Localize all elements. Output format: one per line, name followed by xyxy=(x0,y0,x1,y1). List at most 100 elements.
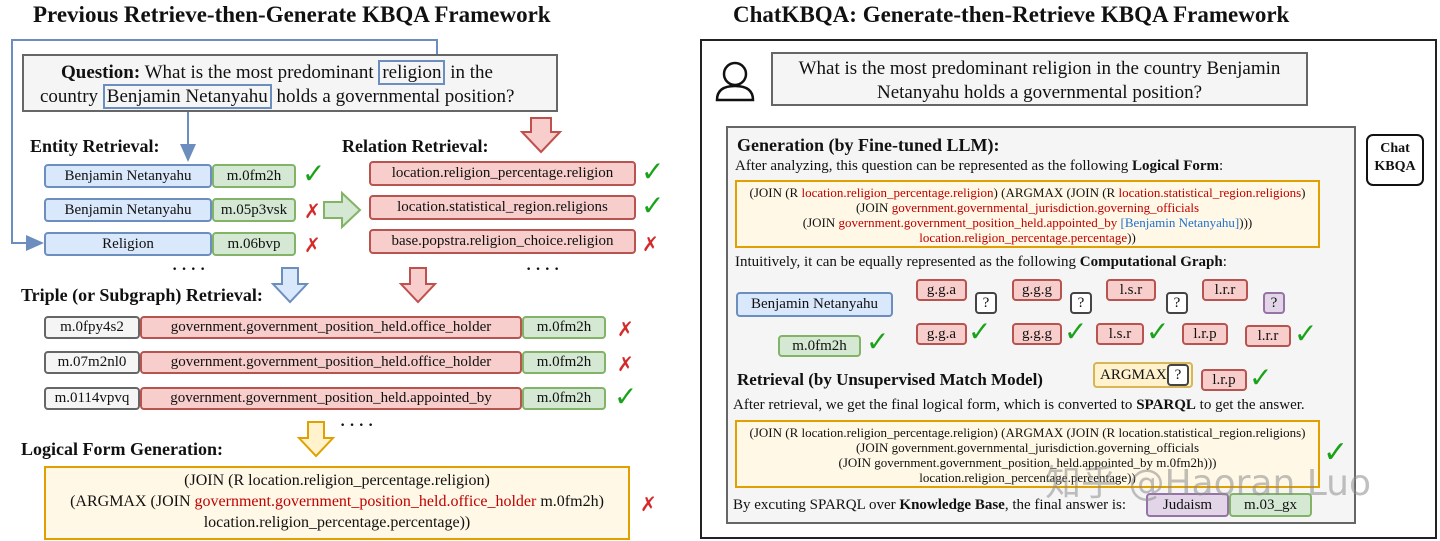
lf-down-arrow xyxy=(296,421,336,458)
user-icon-body xyxy=(715,84,755,102)
triple-tail: m.0fm2h xyxy=(522,351,606,374)
final-lf-line4: location.religion_percentage.percentage)… xyxy=(919,470,1136,485)
cross-icon: ✗ xyxy=(304,233,321,257)
right-question-line2: Netanyahu holds a governmental position? xyxy=(876,82,1203,103)
entity-id: m.05p3vsk xyxy=(212,198,296,222)
entity-name: Benjamin Netanyahu xyxy=(44,198,212,222)
graph-entity-id-node: m.0fm2h xyxy=(778,335,861,357)
left-title: Previous Retrieve-then-Generate KBQA Fra… xyxy=(33,2,551,27)
right-title: ChatKBQA: Generate-then-Retrieve KBQA Fr… xyxy=(733,2,1290,27)
check-icon: ✓ xyxy=(1064,315,1088,348)
graph-relation-node: g.g.a xyxy=(916,323,967,345)
final-lf-line1: (JOIN (R location.religion_percentage.re… xyxy=(749,425,1306,440)
left-question-line1: Question: What is the most predominant r… xyxy=(61,60,493,85)
entity-retrieval-heading: Entity Retrieval: xyxy=(30,136,160,156)
generation-heading: Generation (by Fine-tuned LLM): xyxy=(737,135,1000,155)
left-question-box xyxy=(22,54,558,112)
triple-ellipsis: · · · · xyxy=(340,417,374,434)
final-lf-line2: (JOIN government.governmental_jurisdicti… xyxy=(855,440,1200,455)
chatkbqa-badge-line2: KBQA xyxy=(1374,159,1416,174)
relation-item: base.popstra.religion_choice.religion xyxy=(369,229,636,254)
relation-ellipsis: · · · · xyxy=(526,261,560,278)
retrieval-heading: Retrieval (by Unsupervised Match Model) xyxy=(737,370,1043,389)
generated-lf-line3: (JOIN government.government_position_hel… xyxy=(802,215,1253,230)
relation-retrieval-heading: Relation Retrieval: xyxy=(342,136,489,156)
graph-entity-node: Benjamin Netanyahu xyxy=(736,292,893,317)
entity-ellipsis: · · · · xyxy=(172,261,206,278)
relation-item: location.statistical_region.religions xyxy=(369,195,636,220)
cross-icon: ✗ xyxy=(640,492,657,516)
check-icon: ✓ xyxy=(866,325,890,358)
check-icon: ✓ xyxy=(641,189,665,222)
entity-name: Religion xyxy=(44,232,212,256)
triple-tail: m.0fm2h xyxy=(522,316,606,339)
graph-relation-node: l.r.r xyxy=(1202,279,1248,301)
question-label: Question: xyxy=(61,62,141,83)
lf-generation-heading: Logical Form Generation: xyxy=(21,439,223,459)
right-question-line1: What is the most predominant religion in… xyxy=(798,58,1281,79)
check-icon: ✓ xyxy=(641,155,665,188)
generation-text: After analyzing, this question can be re… xyxy=(735,158,1224,174)
retrieval-text: After retrieval, we get the final logica… xyxy=(733,397,1305,413)
entity-to-relation-arrow xyxy=(323,190,362,230)
check-icon: ✓ xyxy=(1323,435,1349,470)
final-answer-text: By excuting SPARQL over Knowledge Base, … xyxy=(733,497,1127,513)
generated-lf-line2: (JOIN government.governmental_jurisdicti… xyxy=(855,200,1200,215)
question-entity-highlight: Benjamin Netanyahu xyxy=(102,84,272,109)
right-question-box xyxy=(771,52,1308,106)
graph-relation-node: l.r.p xyxy=(1182,323,1228,345)
triple-relation: government.government_position_held.offi… xyxy=(140,351,522,374)
graph-answer-node: ? xyxy=(1263,292,1285,314)
graph-relation-node: l.s.r xyxy=(1096,323,1144,345)
triple-head: m.0fpy4s2 xyxy=(44,316,140,339)
question-religion-highlight: religion xyxy=(378,60,446,85)
triple-head: m.0114vpvq xyxy=(44,387,140,410)
left-lf-line1: (JOIN (R location.religion_percentage.re… xyxy=(184,472,490,489)
watermark: 知乎 @Haoran Luo xyxy=(1045,463,1371,504)
graph-variable-node: ? xyxy=(1167,364,1189,386)
entity-name: Benjamin Netanyahu xyxy=(44,164,212,188)
check-icon: ✓ xyxy=(968,315,992,348)
graph-variable-node: ? xyxy=(1166,292,1188,314)
answer-id-node: m.03_gx xyxy=(1229,493,1312,517)
final-lf-line3: (JOIN government.government_position_hel… xyxy=(838,455,1217,470)
left-lf-line2: (ARGMAX (JOIN government.government_posi… xyxy=(70,493,604,510)
left-question-line2: country Benjamin Netanyahu holds a gover… xyxy=(40,84,515,109)
final-logical-form-box: (JOIN (R location.religion_percentage.re… xyxy=(735,420,1320,488)
relation-down-arrow xyxy=(519,117,563,154)
check-icon: ✓ xyxy=(614,380,638,413)
generated-lf-line4: location.religion_percentage.percentage)… xyxy=(919,230,1136,245)
check-icon: ✓ xyxy=(302,157,326,190)
cross-icon: ✗ xyxy=(304,199,321,223)
cross-icon: ✗ xyxy=(617,317,634,341)
relation-down-arrow-2 xyxy=(398,267,438,304)
check-icon: ✓ xyxy=(1249,361,1273,394)
religion-connector xyxy=(11,39,438,251)
generated-logical-form-box: (JOIN (R location.religion_percentage.re… xyxy=(735,180,1320,248)
graph-argmax-node: ARGMAX xyxy=(1093,362,1193,388)
graph-relation-node: l.s.r xyxy=(1106,279,1156,301)
triple-head: m.07m2nl0 xyxy=(44,351,140,374)
right-panel-frame xyxy=(700,39,1437,539)
chatkbqa-badge xyxy=(1366,134,1424,186)
graph-variable-node: ? xyxy=(975,292,997,314)
left-lf-line3: location.religion_percentage.percentage)… xyxy=(203,514,471,531)
triple-relation: government.government_position_held.appo… xyxy=(140,387,522,410)
relation-item: location.religion_percentage.religion xyxy=(369,161,636,186)
entity-id: m.06bvp xyxy=(212,232,296,256)
check-icon: ✓ xyxy=(1146,315,1170,348)
triple-retrieval-heading: Triple (or Subgraph) Retrieval: xyxy=(21,285,263,305)
cross-icon: ✗ xyxy=(642,232,659,256)
left-logical-form-box xyxy=(44,466,630,540)
entity-id: m.0fm2h xyxy=(212,164,296,188)
answer-node: Judaism xyxy=(1146,493,1229,517)
generated-lf-line1: (JOIN (R location.religion_percentage.re… xyxy=(749,185,1306,200)
graph-relation-node: g.g.g xyxy=(1012,323,1062,345)
triple-relation: government.government_position_held.offi… xyxy=(140,316,522,339)
graph-intro-text: Intuitively, it can be equally represent… xyxy=(735,254,1227,270)
graph-variable-node: ? xyxy=(1070,292,1092,314)
graph-relation-node: g.g.g xyxy=(1012,279,1062,301)
cross-icon: ✗ xyxy=(617,352,634,376)
triple-tail: m.0fm2h xyxy=(522,387,606,410)
